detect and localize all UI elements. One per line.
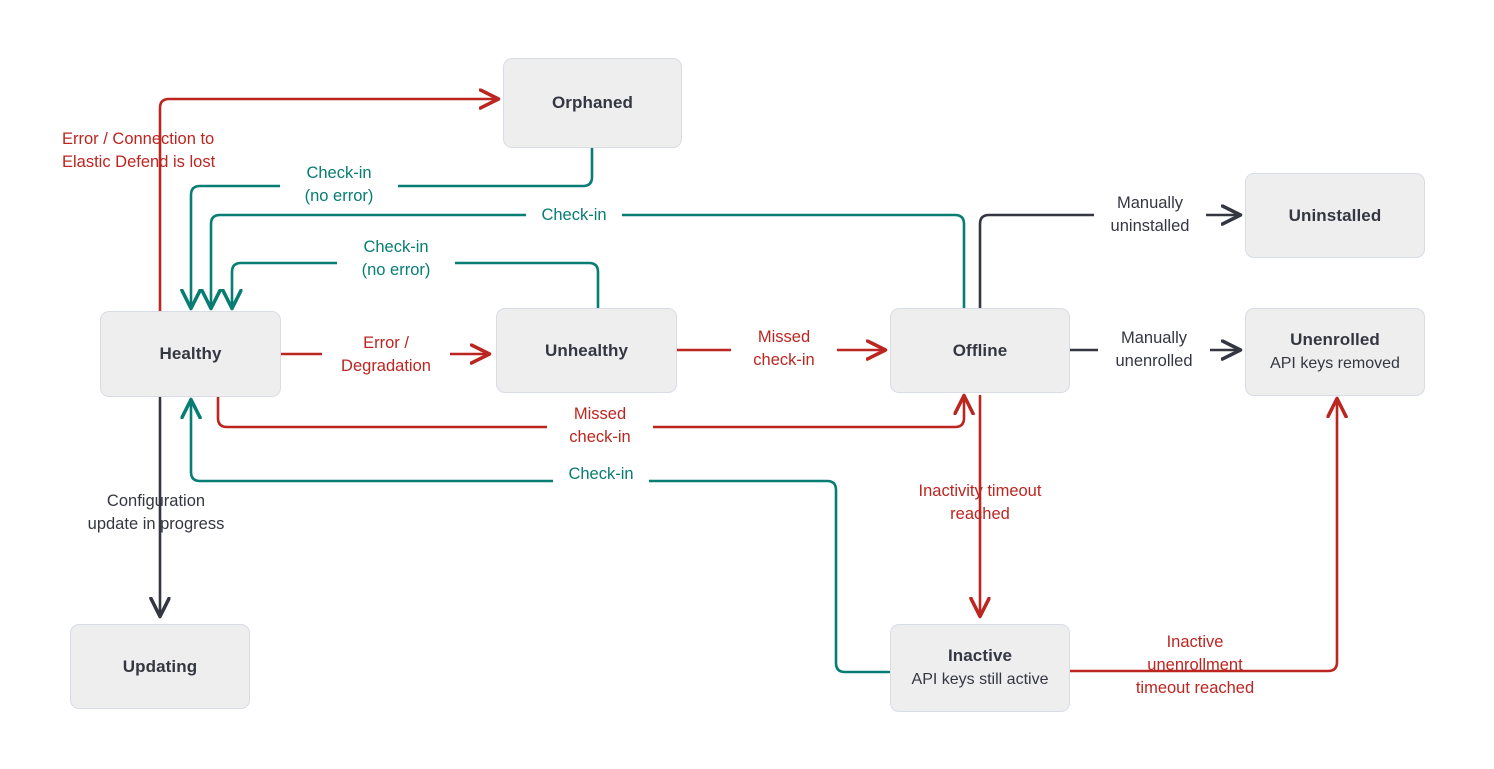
edge-label-checkin-no-error-mid: Check-in (no error): [337, 236, 455, 282]
state-node-unenrolled[interactable]: Unenrolled API keys removed: [1245, 308, 1425, 396]
node-title: Inactive: [947, 646, 1013, 666]
state-node-healthy[interactable]: Healthy: [100, 311, 281, 397]
edge-label-inactive-unenrollment: Inactive unenrollment timeout reached: [1135, 633, 1255, 697]
node-title: Uninstalled: [1288, 205, 1382, 225]
state-node-offline[interactable]: Offline: [890, 308, 1070, 393]
edge-label-manually-uninstalled: Manually uninstalled: [1094, 192, 1206, 238]
state-node-orphaned[interactable]: Orphaned: [503, 58, 682, 148]
edge-label-error-connection-lost: Error / Connection to Elastic Defend is …: [62, 130, 216, 171]
state-node-inactive[interactable]: Inactive API keys still active: [890, 624, 1070, 712]
state-node-updating[interactable]: Updating: [70, 624, 250, 709]
edge-label-missed-checkin-healthy: Missed check-in: [547, 403, 653, 449]
edge-label-checkin-inactive: Check-in: [553, 463, 649, 486]
edge-label-checkin-offline-top: Check-in: [526, 204, 622, 227]
node-title: Healthy: [159, 344, 222, 364]
edge-label-manually-unenrolled: Manually unenrolled: [1098, 327, 1210, 373]
edge-label-error-degradation: Error / Degradation: [322, 332, 450, 378]
edge-label-configuration-update: Configuration update in progress: [87, 492, 225, 533]
node-title: Orphaned: [551, 93, 634, 113]
edge-healthy-to-orphaned: [158, 99, 498, 314]
node-title: Updating: [122, 656, 198, 676]
edge-label-checkin-no-error-top: Check-in (no error): [280, 162, 398, 208]
node-title: Offline: [952, 340, 1008, 360]
edge-inactive-to-healthy: [191, 400, 891, 674]
edge-offline-to-uninstalled: [978, 215, 1240, 313]
state-node-uninstalled[interactable]: Uninstalled: [1245, 173, 1425, 258]
edge-inactive-to-unenrolled: [1068, 399, 1337, 673]
state-node-unhealthy[interactable]: Unhealthy: [496, 308, 677, 393]
edge-label-missed-checkin-unhealthy: Missed check-in: [731, 326, 837, 372]
node-title: Unhealthy: [544, 340, 629, 360]
node-subtitle: API keys removed: [1270, 354, 1400, 372]
node-title: Unenrolled: [1290, 330, 1380, 350]
node-subtitle: API keys still active: [911, 670, 1049, 688]
edge-label-inactivity-timeout: Inactivity timeout reached: [918, 482, 1042, 523]
